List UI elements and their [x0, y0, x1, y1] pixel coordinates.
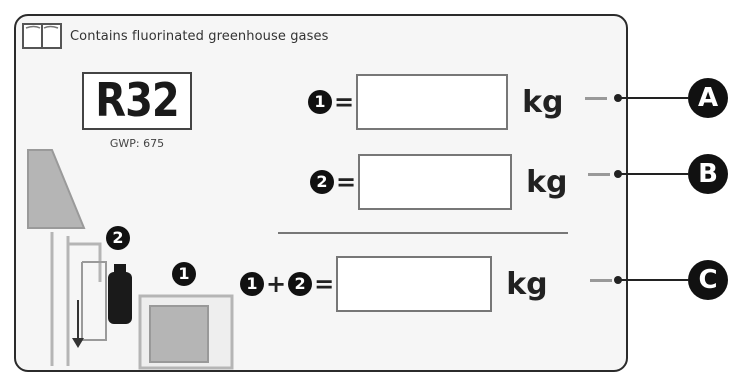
- callout-dot-c: [614, 276, 622, 284]
- outdoor-unit-inner: [149, 305, 209, 363]
- unit-dash: [585, 97, 607, 100]
- callout-line-c: [620, 279, 688, 281]
- unit-dash: [588, 173, 610, 176]
- charge-input-1[interactable]: [356, 74, 509, 130]
- label-header: Contains fluorinated greenhouse gases: [22, 20, 328, 52]
- indoor-unit-shape: [27, 149, 86, 229]
- equals-sign: =: [336, 168, 357, 196]
- header-text: Contains fluorinated greenhouse gases: [70, 28, 329, 44]
- plus-sign: +: [266, 270, 287, 298]
- marker-one: 1: [308, 90, 332, 114]
- row-total-charge: 1 + 2 = kg: [240, 256, 548, 312]
- callout-badge-c: C: [688, 260, 728, 300]
- row-factory-charge: 1 = kg: [308, 74, 564, 130]
- cylinder-neck: [114, 264, 126, 274]
- callout-line-a: [620, 97, 688, 99]
- book-icon: [22, 23, 62, 49]
- equals-sign: =: [314, 270, 335, 298]
- callout-badge-a: A: [688, 78, 728, 118]
- cylinder-icon: [108, 272, 132, 324]
- refrigerant-name: R32: [95, 74, 179, 128]
- pipe-outer: [68, 242, 102, 282]
- callout-dot-a: [614, 94, 622, 102]
- row-additional-charge: 2 = kg: [310, 154, 568, 210]
- callout-badge-b: B: [688, 154, 728, 194]
- marker-two: 2: [288, 272, 313, 296]
- unit-kg: kg: [522, 84, 564, 120]
- callout-dot-b: [614, 170, 622, 178]
- marker-two-illustration: 2: [106, 226, 130, 250]
- arrow-down-icon: [72, 338, 84, 348]
- charge-input-total[interactable]: [336, 256, 493, 312]
- unit-dash: [590, 279, 612, 282]
- marker-one: 1: [240, 272, 264, 296]
- gwp-value: GWP: 675: [109, 137, 165, 150]
- marker-one-illustration: 1: [172, 262, 196, 286]
- sum-divider: [278, 232, 568, 234]
- equals-sign: =: [334, 88, 355, 116]
- charge-input-2[interactable]: [358, 154, 513, 210]
- refrigerant-box: R32: [82, 72, 192, 130]
- unit-kg: kg: [506, 266, 548, 302]
- unit-kg: kg: [526, 164, 568, 200]
- marker-two: 2: [310, 170, 334, 194]
- pipe-inner: [81, 261, 107, 341]
- callout-line-b: [620, 173, 688, 175]
